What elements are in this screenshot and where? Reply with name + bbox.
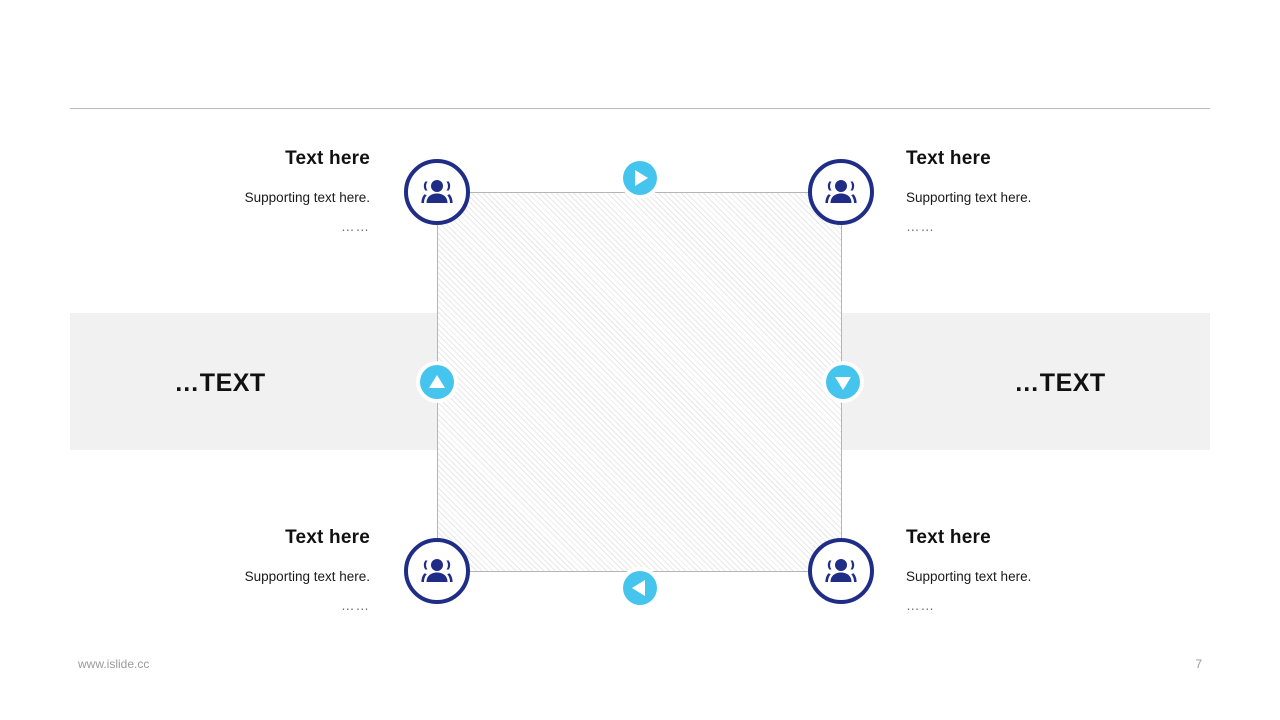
people-group-icon	[420, 556, 454, 586]
node-subtitle: Supporting text here.	[244, 189, 370, 205]
triangle-down-glyph	[835, 376, 851, 390]
node-dots: ……	[341, 218, 370, 234]
triangle-up-glyph	[429, 374, 445, 388]
node-circle-bottom-right[interactable]	[808, 538, 874, 604]
arrow-up-icon[interactable]	[420, 365, 454, 399]
node-title: Text here	[285, 527, 370, 548]
node-title: Text here	[285, 148, 370, 169]
triangle-right-glyph	[635, 170, 648, 186]
node-title: Text here	[906, 148, 991, 169]
footer-url[interactable]: www.islide.cc	[78, 657, 150, 671]
center-hatched-panel	[437, 192, 842, 572]
arrow-down-icon[interactable]	[826, 365, 860, 399]
people-group-icon	[824, 556, 858, 586]
node-subtitle: Supporting text here.	[244, 568, 370, 584]
node-circle-top-right[interactable]	[808, 159, 874, 225]
people-group-icon	[824, 177, 858, 207]
text-block-bottom-left: Text here Supporting text here. ……	[100, 527, 370, 614]
node-subtitle: Supporting text here.	[906, 189, 1032, 205]
node-dots: ……	[906, 597, 935, 613]
side-label-right: …TEXT	[1014, 369, 1106, 397]
node-circle-bottom-left[interactable]	[404, 538, 470, 604]
text-block-bottom-right: Text here Supporting text here. ……	[906, 527, 1176, 614]
arrow-left-icon[interactable]	[623, 571, 657, 605]
triangle-left-glyph	[632, 580, 645, 596]
text-block-top-right: Text here Supporting text here. ……	[906, 148, 1176, 235]
node-circle-top-left[interactable]	[404, 159, 470, 225]
arrow-right-icon[interactable]	[623, 161, 657, 195]
node-dots: ……	[906, 218, 935, 234]
node-subtitle: Supporting text here.	[906, 568, 1032, 584]
node-title: Text here	[906, 527, 991, 548]
people-group-icon	[420, 177, 454, 207]
header-divider	[70, 108, 1210, 109]
page-number-label: 7	[1195, 657, 1202, 671]
node-dots: ……	[341, 597, 370, 613]
side-label-left: …TEXT	[174, 369, 266, 397]
text-block-top-left: Text here Supporting text here. ……	[100, 148, 370, 235]
